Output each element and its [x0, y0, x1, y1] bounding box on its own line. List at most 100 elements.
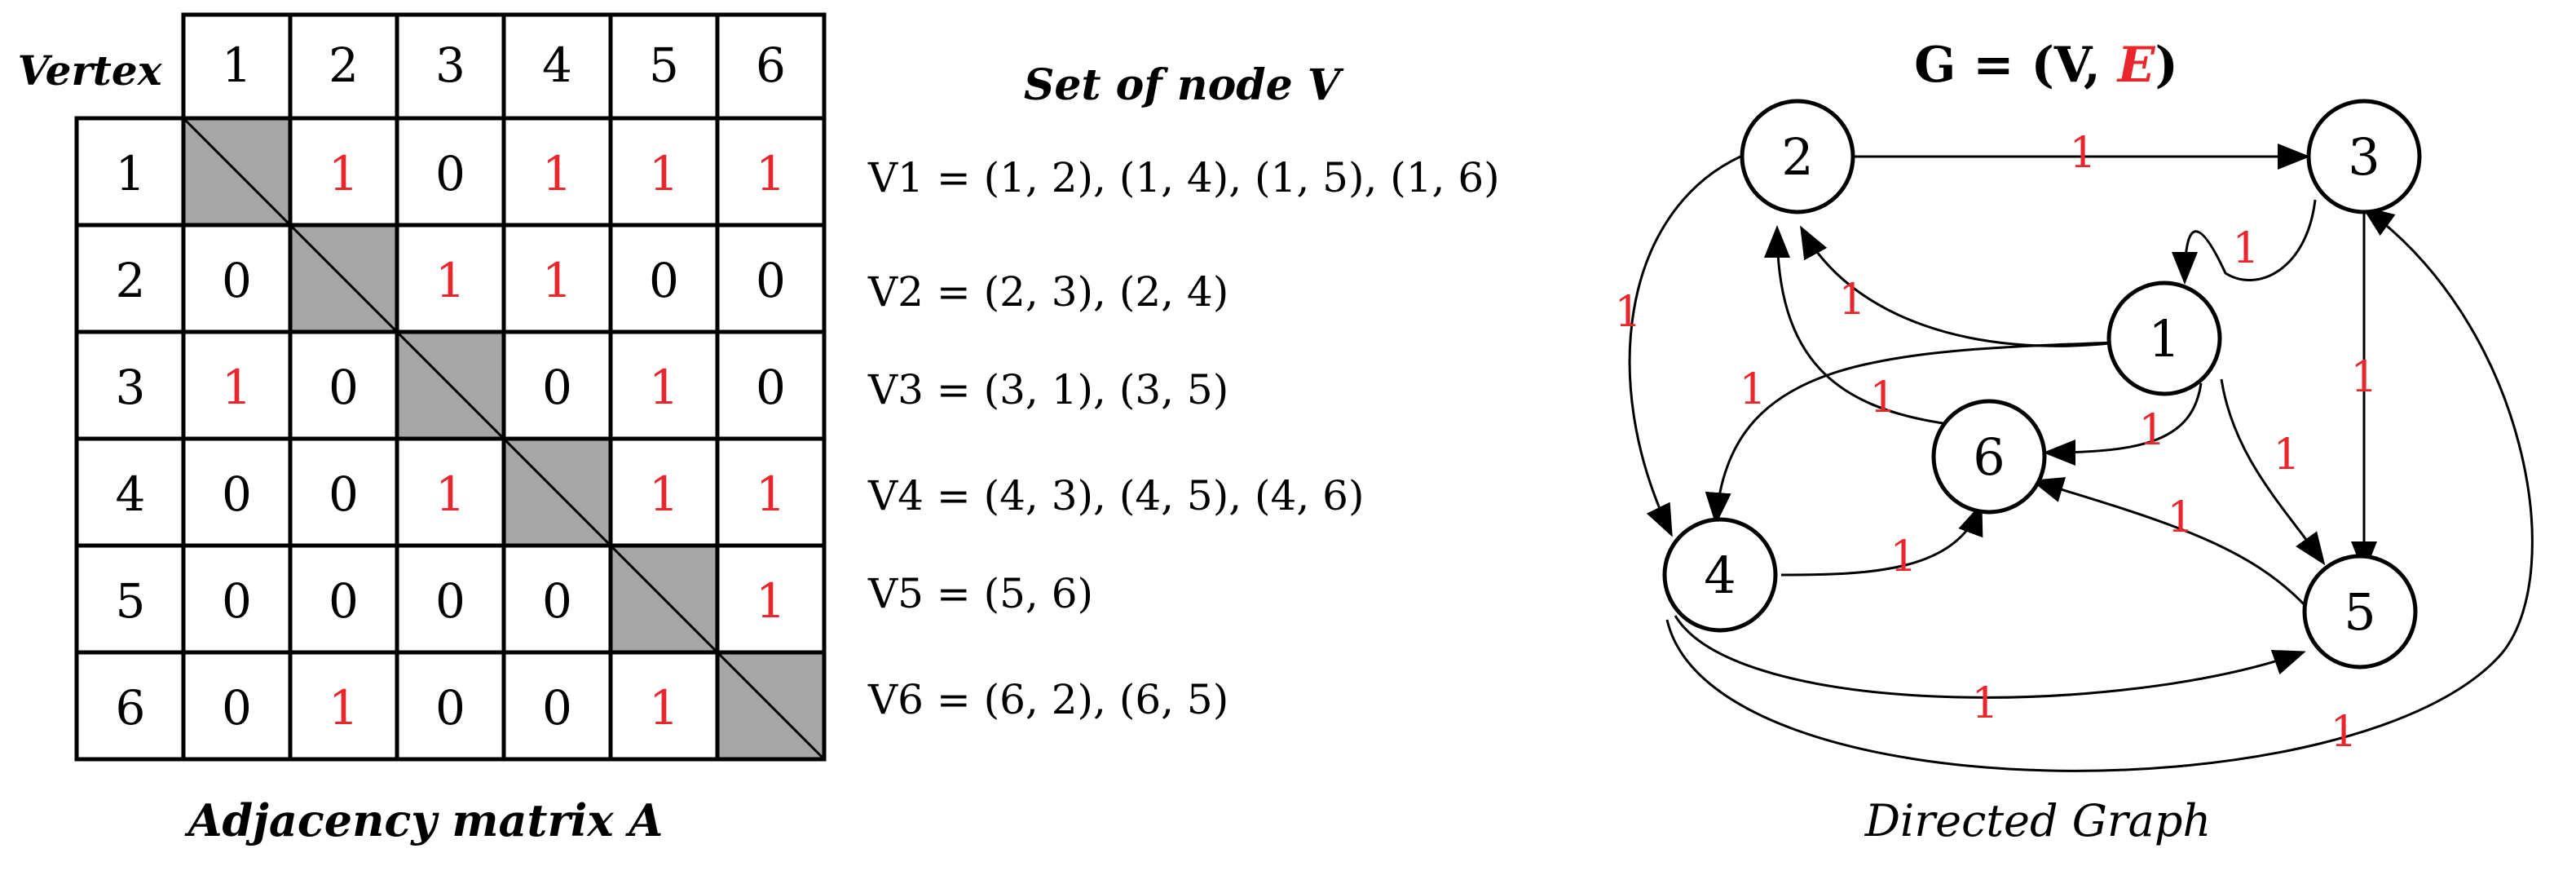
edge-1-2 [1800, 225, 2119, 347]
matrix-row-labels: 1 2 3 4 5 6 [116, 146, 146, 736]
matrix-cell-values: 1 0 1 1 1 0 1 1 0 0 1 0 0 1 0 0 0 1 1 1 0 0 0 0 1 0 1 0 0 1 [222, 146, 786, 736]
graph-title-suffix: ) [2155, 37, 2177, 94]
matrix-header-label: Vertex [17, 46, 162, 95]
graph-node-5: 5 [2302, 554, 2418, 670]
matrix-cell: 1 [649, 466, 679, 522]
graph-node-2: 2 [1740, 99, 1855, 214]
matrix-cell: 0 [435, 146, 465, 201]
edge-weight-3-1: 1 [2232, 224, 2259, 273]
matrix-cell: 0 [222, 253, 252, 308]
edge-6-2 [1764, 225, 1949, 426]
edge-4-6 [1780, 502, 1983, 577]
matrix-cell: 0 [542, 680, 572, 736]
node-sets-panel: Set of node V V1 = (1, 2), (1, 4), (1, 5… [867, 60, 1500, 723]
matrix-cell: 1 [649, 360, 679, 415]
matrix-cell: 0 [542, 573, 572, 629]
node-circle [1740, 99, 1855, 214]
matrix-cell: 0 [329, 360, 359, 415]
graph-node-3: 3 [2306, 99, 2422, 214]
node-label: 3 [2348, 127, 2380, 187]
graph-node-4: 4 [1662, 517, 1778, 633]
matrix-cell: 0 [435, 680, 465, 736]
matrix-cell: 1 [756, 466, 786, 522]
matrix-caption: Adjacency matrix A [184, 794, 664, 846]
node-set-list: V1 = (1, 2), (1, 4), (1, 5), (1, 6) V2 = … [867, 154, 1500, 723]
matrix-cell: 0 [222, 466, 252, 522]
edge-1-4 [1705, 341, 2119, 525]
graph-edges [1628, 144, 2534, 772]
matrix-row-label: 5 [116, 573, 146, 629]
edge-weight-1-2: 1 [1838, 276, 1865, 325]
node-sets-title: Set of node V [1024, 60, 1344, 110]
edge-weight-4-3: 1 [2330, 708, 2357, 757]
graph-nodes: 1 2 3 4 5 6 [1662, 99, 2422, 670]
matrix-cell: 1 [435, 253, 465, 308]
edge-weight-2-4: 1 [1614, 288, 1641, 337]
matrix-column-label: 4 [542, 38, 572, 93]
matrix-cell: 1 [329, 146, 359, 201]
matrix-row-label: 6 [116, 680, 146, 736]
node-label: 5 [2344, 582, 2375, 642]
node-set-line: V4 = (4, 3), (4, 5), (4, 6) [867, 472, 1364, 519]
edge-1-5 [2220, 378, 2326, 566]
matrix-cell: 0 [756, 360, 786, 415]
edge-weight-6-2: 1 [1869, 373, 1896, 422]
edge-weight-4-5: 1 [1971, 679, 1998, 728]
node-circle [1662, 517, 1778, 633]
edge-weight-1-5: 1 [2273, 431, 2300, 479]
node-label: 2 [1781, 127, 1813, 187]
node-set-line: V5 = (5, 6) [867, 570, 1093, 617]
matrix-cell: 0 [329, 573, 359, 629]
matrix-cell: 1 [756, 573, 786, 629]
edge-weight-4-6: 1 [1890, 533, 1917, 581]
matrix-cell: 1 [542, 253, 572, 308]
matrix-cell: 1 [756, 146, 786, 201]
edge-2-4 [1628, 155, 1741, 537]
graph-title-edges: E [2116, 37, 2156, 94]
matrix-row-label: 3 [116, 360, 146, 415]
directed-graph: G = (V, E) [1614, 37, 2534, 846]
matrix-diagonal [182, 117, 826, 761]
matrix-cell: 1 [435, 466, 465, 522]
matrix-column-label: 2 [329, 38, 359, 93]
matrix-cell: 1 [329, 680, 359, 736]
edge-weight-1-4: 1 [1739, 365, 1766, 414]
node-circle [1931, 399, 2047, 515]
node-circle [2302, 554, 2418, 670]
node-set-line: V6 = (6, 2), (6, 5) [867, 676, 1228, 723]
matrix-row-label: 1 [116, 146, 146, 201]
matrix-cell: 0 [756, 253, 786, 308]
matrix-cell: 0 [435, 573, 465, 629]
matrix-cell: 0 [329, 466, 359, 522]
matrix-row-label: 4 [116, 466, 146, 522]
matrix-cell: 0 [222, 573, 252, 629]
matrix-column-label: 5 [649, 38, 679, 93]
edge-weight-3-5: 1 [2350, 353, 2377, 402]
edge-1-6 [2043, 382, 2203, 466]
node-set-line: V1 = (1, 2), (1, 4), (1, 5), (1, 6) [867, 154, 1500, 201]
graph-title: G = (V, E) [1914, 37, 2178, 94]
matrix-cell: 0 [222, 680, 252, 736]
node-set-line: V3 = (3, 1), (3, 5) [867, 366, 1228, 413]
node-label: 1 [2148, 309, 2180, 369]
matrix-column-label: 3 [435, 38, 465, 93]
edge-weight-1-6: 1 [2138, 406, 2165, 455]
matrix-cell: 1 [649, 146, 679, 201]
matrix-grid [74, 12, 827, 762]
graph-caption: Directed Graph [1864, 795, 2211, 846]
node-set-line: V2 = (2, 3), (2, 4) [867, 268, 1228, 316]
matrix-column-label: 1 [222, 38, 252, 93]
matrix-cell: 1 [542, 146, 572, 201]
matrix-cell: 1 [222, 360, 252, 415]
edge-4-5 [1674, 615, 2306, 699]
node-label: 6 [1973, 427, 2005, 487]
matrix-cell: 1 [649, 680, 679, 736]
matrix-cell: 0 [542, 360, 572, 415]
matrix-cell: 0 [649, 253, 679, 308]
matrix-row-label: 2 [116, 253, 146, 308]
node-circle [2106, 281, 2222, 396]
edge-weight-2-3: 1 [2069, 129, 2096, 178]
